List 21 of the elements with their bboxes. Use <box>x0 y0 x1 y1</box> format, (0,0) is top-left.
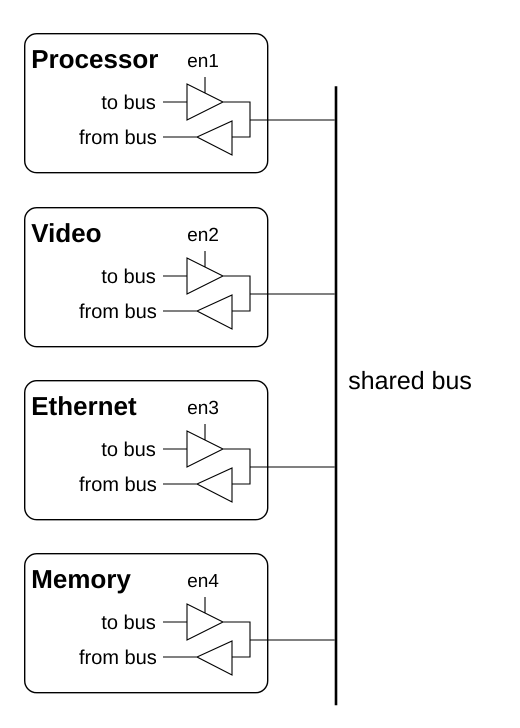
bus-connection <box>250 293 334 295</box>
enable-label: en2 <box>188 228 218 242</box>
component-title: Video <box>31 223 100 242</box>
bus-label: shared bus <box>348 370 471 390</box>
enable-label: en3 <box>188 400 218 414</box>
bus-connection <box>250 466 334 468</box>
signal-label: from bus <box>79 304 156 318</box>
signal-label: from bus <box>79 476 156 492</box>
bus-connection <box>250 639 334 641</box>
signal-label: to bus <box>102 268 156 284</box>
enable-label: en1 <box>188 54 218 68</box>
bus-connection <box>250 119 334 121</box>
signal-label: from bus <box>79 130 156 144</box>
signal-label: to bus <box>102 614 156 630</box>
signal-label: to bus <box>102 94 156 110</box>
component-title: Memory <box>32 570 131 594</box>
signal-label: from bus <box>79 650 156 664</box>
component-title: Processor <box>32 50 158 68</box>
signal-label: to bus <box>102 442 156 456</box>
component-title: Ethernet <box>32 396 136 416</box>
enable-label: en4 <box>188 574 218 588</box>
